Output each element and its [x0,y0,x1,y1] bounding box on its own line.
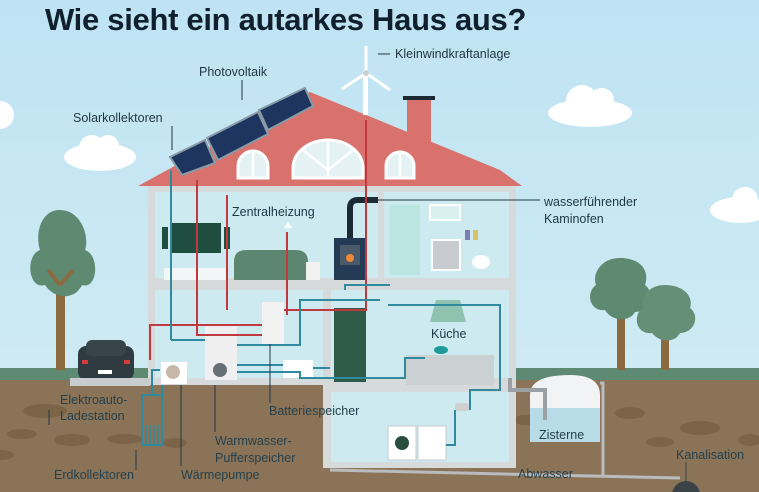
sofa [234,250,308,280]
label-erdkollektoren: Erdkollektoren [54,468,134,482]
cold-pipes [151,170,501,446]
kitchen-counter [406,355,494,385]
label-kaminofen-line1: wasserführender [544,195,638,209]
label-zentralheizung: Zentralheizung [232,205,315,219]
fridge [334,308,366,382]
label-warmwasser-line2: Pufferspeicher [215,451,296,465]
label-solarkollektoren: Solarkollektoren [73,111,163,125]
tree-icon [30,210,96,370]
page-title: Wie sieht ein autarkes Haus aus? [45,2,527,37]
label-kueche: Küche [431,327,467,341]
cloud-icon [0,85,759,223]
dryer [417,425,447,461]
label-waermepumpe: Wärmepumpe [181,468,260,482]
radiator [283,360,313,378]
wind-turbine-icon [341,46,391,115]
batteriespeicher [262,302,284,344]
label-kanalisation: Kanalisation [676,448,745,462]
label-abwasser: Abwasser [518,467,573,481]
label-kaminofen-line2: Kaminofen [544,212,604,226]
label-warmwasser-line1: Warmwasser- [215,434,292,448]
hot-pipes [149,120,367,360]
solar-panels [168,86,315,177]
lamp [284,222,292,228]
label-elektroauto-line1: Elektroauto- [60,393,128,407]
label-photovoltaik: Photovoltaik [199,65,268,79]
car-icon [78,340,134,380]
label-elektroauto-line2: Ladestation [60,409,125,423]
radiator [306,262,320,280]
label-zisterne: Zisterne [539,428,585,442]
tree-icon [590,258,696,370]
kanalisation [672,481,700,492]
label-leaders [48,53,540,470]
label-kleinwindkraftanlage: Kleinwindkraftanlage [395,47,511,61]
chimney [407,98,431,148]
label-batteriespeicher: Batteriespeicher [269,404,360,418]
